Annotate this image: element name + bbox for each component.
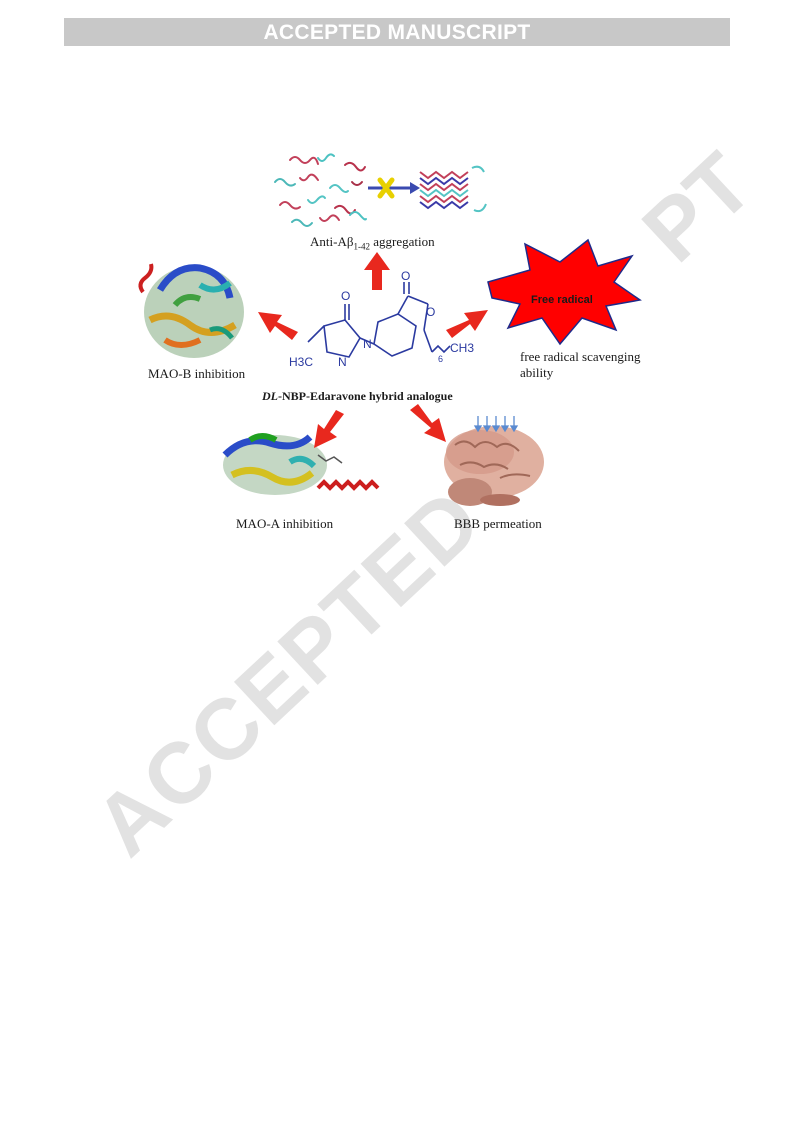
- nitrogen-2: N: [338, 355, 347, 369]
- hybrid-italic: DL: [262, 389, 278, 403]
- hybrid-analogue-label: DL-NBP-Edaravone hybrid analogue: [262, 389, 453, 404]
- arrow-up: [364, 252, 390, 290]
- red-arrows: [258, 252, 488, 448]
- mao-a-protein: [222, 433, 380, 495]
- monomer-peptides: [274, 153, 367, 227]
- bbb-label: BBB permeation: [454, 516, 542, 531]
- mao-a-label: MAO-A inhibition: [236, 516, 334, 531]
- anti-beta: β: [346, 234, 354, 249]
- methyl-left: H3C: [289, 355, 313, 369]
- anti-subscript: 1-42: [353, 241, 370, 252]
- arrow-down-right: [410, 404, 446, 442]
- molecule-atoms: O O O N N H3C CH3 6: [289, 269, 474, 369]
- free-radical-text: Free radical: [531, 294, 593, 306]
- anti-abeta-label: Anti-Aβ1-42 aggregation: [310, 234, 435, 252]
- hybrid-rest: -NBP-Edaravone hybrid analogue: [278, 389, 453, 403]
- hybrid-molecule: [307, 282, 451, 358]
- carbonyl-oxygen-right: O: [401, 269, 410, 283]
- scavenging-label-line2: ability: [520, 365, 554, 380]
- methyl-right: CH3: [450, 341, 474, 355]
- mao-b-protein: [138, 263, 244, 358]
- scavenging-label-line1: free radical scavenging: [520, 349, 641, 364]
- nitrogen-1: N: [363, 337, 372, 351]
- free-radical-burst: [487, 238, 642, 346]
- anti-suffix: aggregation: [369, 234, 435, 249]
- carbonyl-oxygen-left: O: [341, 289, 350, 303]
- aggregated-fibrils: [419, 165, 487, 213]
- accepted-manuscript-banner: ACCEPTED MANUSCRIPT: [64, 18, 730, 46]
- brain-image: [444, 426, 544, 506]
- anti-prefix: Anti-A: [310, 234, 347, 249]
- arrow-right: [446, 310, 488, 338]
- block-aggregation-marker: [368, 177, 420, 199]
- ring-oxygen: O: [426, 305, 435, 319]
- chain-subscript: 6: [438, 354, 443, 364]
- arrow-down-left: [314, 410, 344, 448]
- arrow-left: [258, 312, 298, 340]
- mao-b-label: MAO-B inhibition: [148, 366, 246, 381]
- bbb-arrows: [473, 416, 519, 433]
